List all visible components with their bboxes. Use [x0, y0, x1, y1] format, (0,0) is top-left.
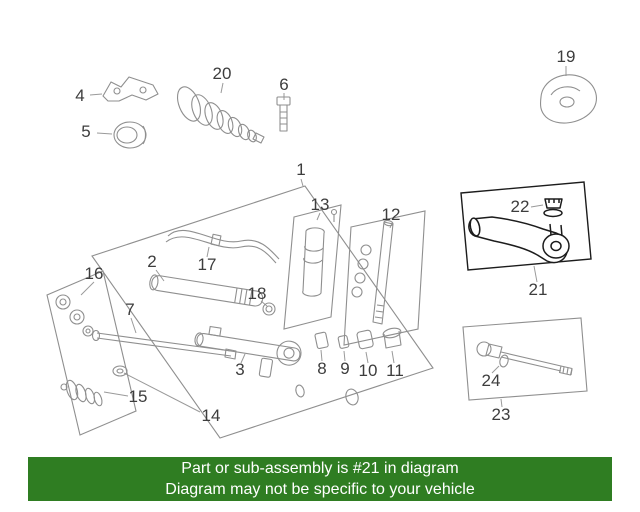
part-label-7: 7 [125, 300, 135, 319]
part-label-14: 14 [201, 406, 221, 425]
part-label-19: 19 [556, 47, 576, 66]
part-18-ring [262, 302, 276, 316]
group-parts-gray [55, 74, 597, 407]
part-14-washer [112, 365, 128, 377]
part-7-rod [91, 329, 237, 360]
part-label-4: 4 [75, 86, 85, 105]
part-13-valve [302, 208, 338, 297]
part-label-18: 18 [247, 284, 267, 303]
part-4-bracket [102, 76, 159, 102]
part-label-24: 24 [481, 371, 501, 390]
group-part-21-22 [468, 198, 570, 264]
part-label-21: 21 [528, 280, 548, 299]
part-label-22: 22 [510, 197, 530, 216]
part-12-valve-shaft [351, 219, 394, 325]
part-11-flanged-bushing [382, 327, 402, 349]
part-label-11: 11 [386, 361, 404, 380]
part-label-13: 13 [310, 195, 330, 214]
part-label-2: 2 [147, 252, 157, 271]
part-19-cover [539, 74, 597, 124]
assembly-box-12 [343, 210, 426, 346]
part-label-3: 3 [235, 360, 245, 379]
part-label-20: 20 [212, 64, 232, 83]
part-20-boot [176, 86, 265, 144]
notice-banner: Part or sub-assembly is #21 in diagram D… [28, 457, 612, 501]
assembly-box-13 [283, 204, 342, 330]
part-15-bushing [60, 379, 103, 407]
part-16-washers [55, 294, 94, 337]
misc-rings [295, 384, 359, 406]
part-label-23: 23 [491, 405, 511, 424]
part-5-grommet [113, 121, 147, 149]
part-label-8: 8 [317, 359, 327, 378]
part-label-6: 6 [279, 75, 289, 94]
part-21-tie-rod-end [468, 216, 570, 264]
part-10-bushing [356, 329, 374, 350]
part-label-15: 15 [128, 387, 148, 406]
part-label-17: 17 [197, 255, 217, 274]
banner-line-1: Part or sub-assembly is #21 in diagram [181, 460, 459, 477]
part-2-rack-tube [149, 274, 264, 307]
part-label-1: 1 [296, 160, 306, 179]
part-9-cap [337, 334, 350, 349]
part-22-nut-kit [543, 198, 563, 218]
assembly-box-1 [91, 185, 434, 439]
banner-line-2: Diagram may not be specific to your vehi… [165, 481, 475, 498]
highlight-box [460, 181, 592, 271]
part-3-gear-housing [194, 325, 302, 378]
group-boxes [46, 185, 588, 439]
part-label-5: 5 [81, 122, 91, 141]
part-17-pipes [165, 230, 280, 264]
part-8-bushing [314, 331, 329, 350]
part-label-9: 9 [340, 359, 350, 378]
part-23-inner-tie-rod [476, 341, 573, 376]
assembly-box-23 [462, 317, 588, 401]
part-label-16: 16 [84, 264, 104, 283]
part-24-washer [499, 354, 509, 368]
part-label-12: 12 [381, 205, 401, 224]
assembly-box-16 [46, 270, 137, 436]
part-6-bolt [276, 96, 291, 132]
part-label-10: 10 [358, 361, 378, 380]
